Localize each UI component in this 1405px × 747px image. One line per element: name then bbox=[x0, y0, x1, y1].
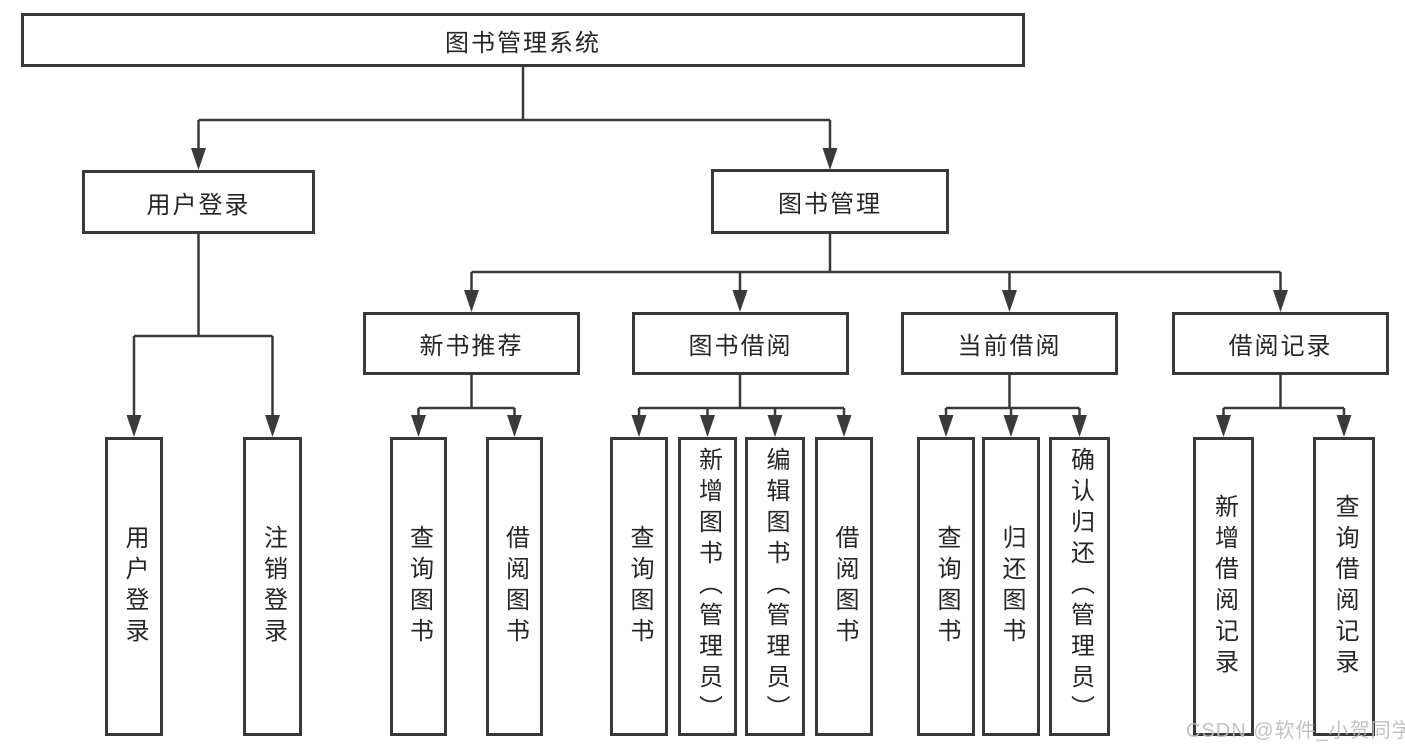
leaf-query-books: 查询图书 bbox=[917, 437, 975, 736]
leaf-return-books: 归还图书 bbox=[982, 437, 1040, 736]
node-user-login-branch: 用户登录 bbox=[82, 170, 315, 234]
node-label: 查询借阅记录 bbox=[1331, 493, 1358, 680]
node-label: 借阅图书 bbox=[501, 524, 529, 649]
leaf-user-login: 用户登录 bbox=[105, 437, 163, 736]
node-label: 用户登录 bbox=[146, 191, 251, 219]
node-label: 查询图书 bbox=[626, 524, 653, 649]
leaf-logout: 注销登录 bbox=[243, 437, 302, 736]
node-label: 查询图书 bbox=[405, 524, 433, 649]
node-label: 新增借阅记录 bbox=[1210, 493, 1238, 680]
node-label: 图书借阅 bbox=[688, 333, 793, 360]
leaf-borrow-books: 借阅图书 bbox=[815, 437, 873, 736]
node-label: 查询图书 bbox=[933, 524, 960, 649]
leaf-borrow-books: 借阅图书 bbox=[486, 437, 543, 736]
tree-lines bbox=[132, 67, 1346, 418]
node-book-management-branch: 图书管理 bbox=[711, 169, 949, 234]
node-label: 当前借阅 bbox=[957, 333, 1062, 360]
node-library-management-system: 图书管理系统 bbox=[21, 13, 1025, 67]
node-label: 新书推荐 bbox=[419, 333, 524, 360]
node-new-book-recommend: 新书推荐 bbox=[363, 312, 580, 375]
node-label: 借阅图书 bbox=[831, 524, 858, 649]
watermark-text: CSDN @软件_小贺同学 bbox=[1186, 720, 1405, 742]
leaf-confirm-return-admin: 确认归还（管理员） bbox=[1049, 437, 1110, 736]
leaf-query-books: 查询图书 bbox=[610, 437, 668, 736]
node-label: 借阅记录 bbox=[1228, 333, 1333, 360]
node-current-borrow: 当前借阅 bbox=[901, 312, 1118, 375]
node-label: 新增图书（管理员） bbox=[694, 447, 722, 726]
arrowhead-icons bbox=[126, 148, 1352, 437]
leaf-edit-books-admin: 编辑图书（管理员） bbox=[745, 437, 805, 736]
leaf-add-borrow-record: 新增借阅记录 bbox=[1193, 437, 1254, 736]
node-label: 归还图书 bbox=[998, 524, 1025, 649]
leaf-query-borrow-record: 查询借阅记录 bbox=[1313, 437, 1375, 736]
node-label: 注销登录 bbox=[259, 524, 287, 649]
leaf-query-books: 查询图书 bbox=[390, 437, 447, 736]
node-label: 编辑图书（管理员） bbox=[762, 447, 789, 726]
node-label: 图书管理系统 bbox=[445, 29, 601, 57]
node-book-borrow: 图书借阅 bbox=[632, 312, 849, 375]
node-label: 图书管理 bbox=[778, 191, 882, 218]
node-label: 用户登录 bbox=[121, 524, 148, 649]
node-borrow-records: 借阅记录 bbox=[1172, 312, 1389, 375]
node-label: 确认归还（管理员） bbox=[1066, 447, 1094, 726]
leaf-add-books-admin: 新增图书（管理员） bbox=[678, 437, 737, 736]
